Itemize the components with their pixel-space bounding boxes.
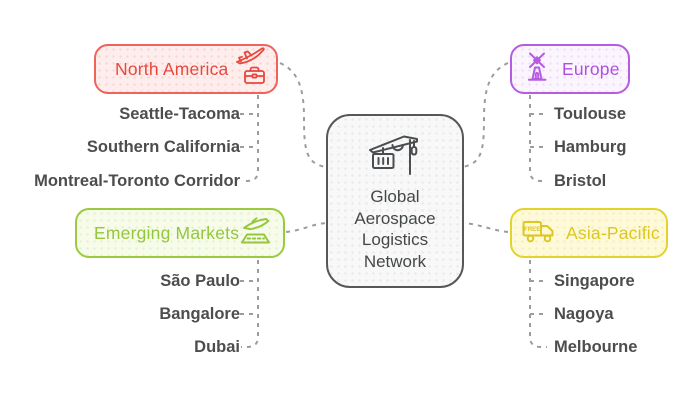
branch-label: Asia-Pacific [566,222,660,243]
child-label-bangalore: Bangalore [159,305,240,323]
connector-trunk-europe [529,95,547,182]
branch-node-emerging-markets: Emerging Markets [75,208,285,258]
child-label-toulouse: Toulouse [554,105,627,123]
child-label-sao-paulo: São Paulo [160,272,240,290]
windmill-icon [524,52,551,87]
center-title-line: Network [363,251,427,271]
center-title-line: Global [370,187,420,206]
child-label-nagoya: Nagoya [554,305,614,323]
truck-free-text: FREE [524,226,541,233]
branch-node-europe: Europe [510,44,630,94]
connector-emerging-markets-center [285,222,327,233]
connector-north-america-center [279,62,327,168]
connector-trunk-emerging-markets [241,260,259,348]
connector-asia-pacific-center [461,222,509,233]
free-shipping-truck-icon: FREE [522,217,557,249]
connector-trunk-asia-pacific [529,260,547,348]
briefcase-icon [243,66,266,90]
branch-label: Emerging Markets [94,222,240,243]
branch-node-north-america: North America [94,44,278,94]
center-title-line: Aerospace [354,208,436,228]
child-label-hamburg: Hamburg [554,138,627,156]
child-label-montreal-toronto-corridor: Montreal-Toronto Corridor [34,172,240,190]
center-node-title: Global Aerospace Logistics Network [354,186,435,272]
center-title-line: Logistics [361,230,429,249]
branch-label: North America [115,58,229,79]
flight-takeoff-icon [239,216,272,250]
child-label-bristol: Bristol [554,172,607,190]
child-label-seattle-tacoma: Seattle-Tacoma [119,105,240,123]
branch-label: Europe [562,58,620,79]
child-label-singapore: Singapore [554,272,635,290]
child-label-dubai: Dubai [194,338,240,356]
child-label-melbourne: Melbourne [554,338,638,356]
branch-node-asia-pacific: FREE Asia-Pacific [510,208,668,258]
connector-europe-center [461,62,509,168]
child-label-southern-california: Southern California [86,138,240,156]
north-america-icons [235,47,266,90]
airplane-icon [235,47,266,70]
center-node-global-aerospace-logistics-network: Global Aerospace Logistics Network [326,114,464,288]
container-crane-icon [366,129,424,184]
connector-trunk-north-america [241,95,259,182]
